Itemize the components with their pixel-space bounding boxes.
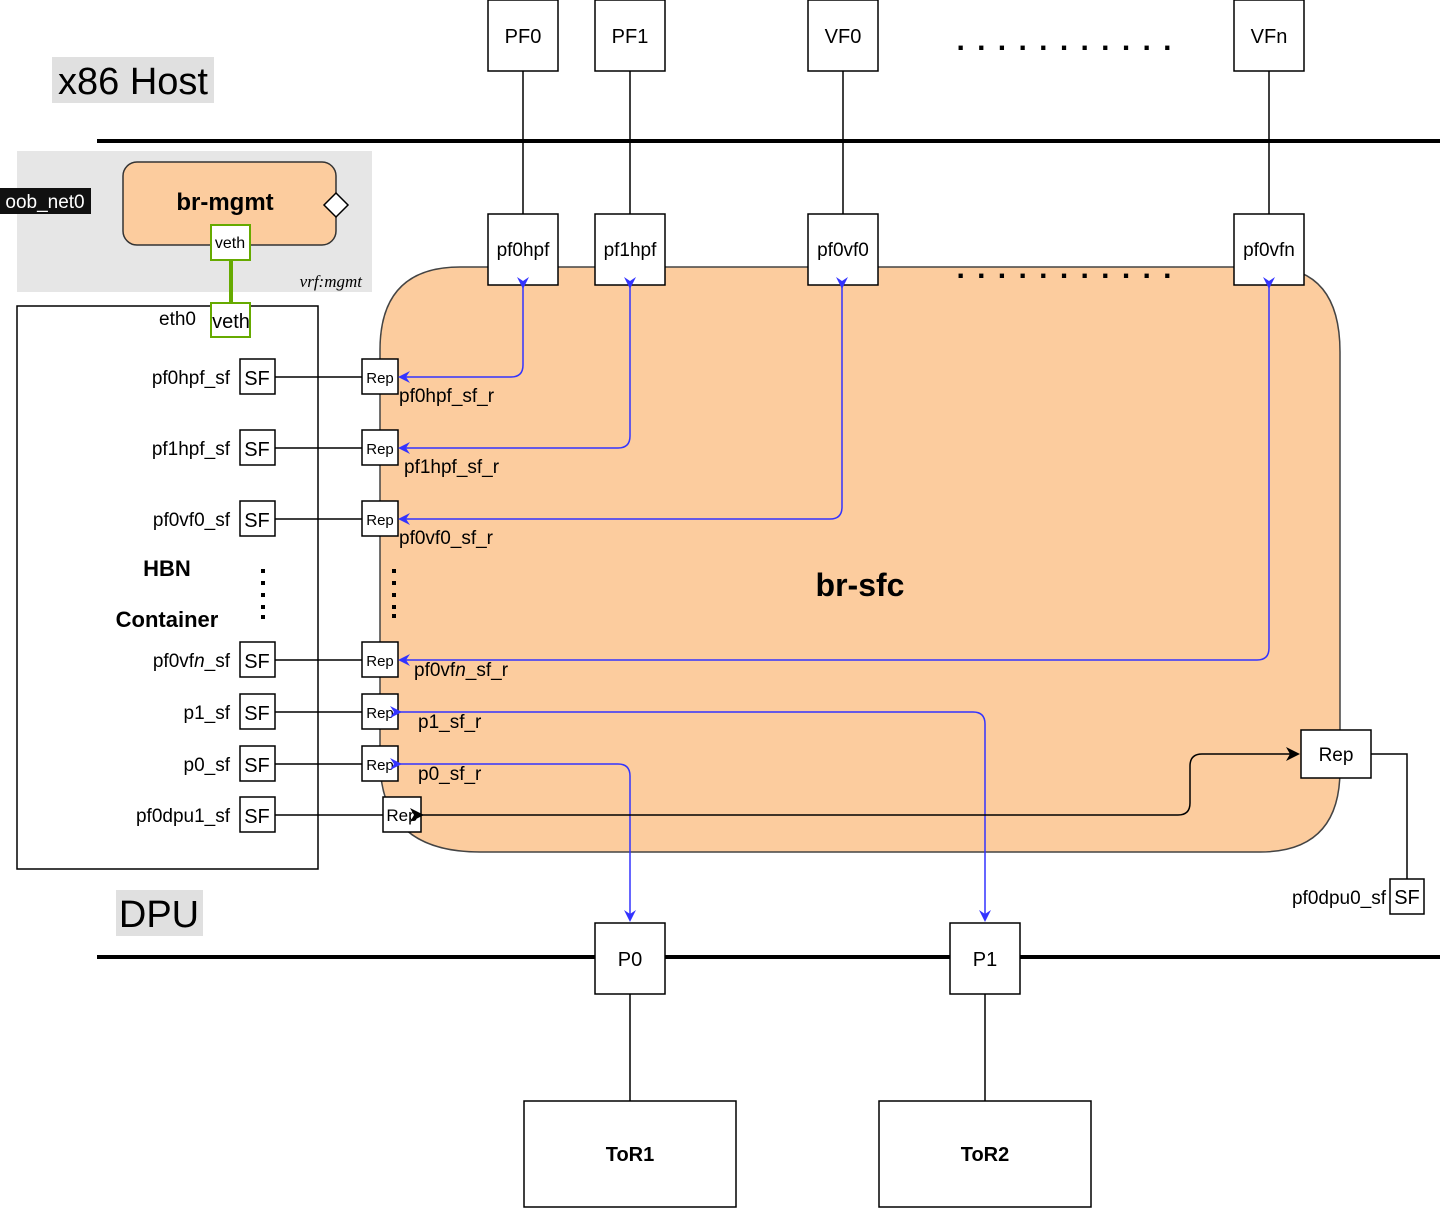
hbn-title: HBN xyxy=(143,556,191,581)
sf-badge: SF xyxy=(244,510,270,532)
rep-label: p1_sf_r xyxy=(418,712,482,733)
sf-badge: SF xyxy=(244,651,270,673)
veth-top-port[interactable] xyxy=(210,224,251,261)
rep-badge: Rep xyxy=(366,370,394,387)
host-fn-label: PF0 xyxy=(505,26,542,48)
pf0dpu0-rep-label: Rep xyxy=(1319,745,1354,766)
link-pf0dpu xyxy=(410,747,1300,822)
rep-badge: Rep xyxy=(366,705,394,722)
host-rep-label: pf1hpf xyxy=(604,240,658,261)
host-fn-label: VFn xyxy=(1251,26,1288,48)
rep-label: pf0hpf_sf_r xyxy=(399,386,495,407)
rep-label: pf0vfn_sf_r xyxy=(414,660,509,681)
uplink-port-label: P1 xyxy=(973,949,997,971)
host-zone-label: x86 Host xyxy=(58,61,208,103)
sf-badge: SF xyxy=(244,755,270,777)
sf-box[interactable] xyxy=(239,745,276,782)
rep-box[interactable] xyxy=(361,358,399,395)
rep-label-suffix: _sf_r xyxy=(465,660,509,681)
tor-label: ToR2 xyxy=(961,1144,1010,1166)
hbn-title-container: Container xyxy=(116,607,219,632)
rep-label: pf1hpf_sf_r xyxy=(404,457,500,478)
tor-switch[interactable] xyxy=(878,1100,1092,1208)
host-rep-box[interactable] xyxy=(594,213,666,286)
dpu-zone-label-bg xyxy=(116,890,203,936)
eth0-label: eth0 xyxy=(159,309,196,330)
sf-badge: SF xyxy=(244,368,270,390)
veth-top-label: veth xyxy=(215,235,245,252)
host-fn-box[interactable] xyxy=(594,0,666,72)
veth-bottom-port[interactable] xyxy=(210,302,251,338)
diamond-port-icon xyxy=(322,191,350,219)
host-fn-box[interactable] xyxy=(487,0,559,72)
sf-box[interactable] xyxy=(239,796,276,833)
host-zone-label-bg xyxy=(52,57,214,103)
rep-badge: Rep xyxy=(366,757,394,774)
tor-switch[interactable] xyxy=(523,1100,737,1208)
link-p1 xyxy=(390,706,991,922)
sf-badge: SF xyxy=(244,439,270,461)
sf-label: p1_sf xyxy=(184,703,231,724)
host-ellipsis: . . . . . . . . . . . xyxy=(956,24,1173,57)
br-sfc-label: br-sfc xyxy=(816,567,905,603)
rep-box[interactable] xyxy=(361,641,399,678)
rep-label-index: n xyxy=(455,660,466,681)
sf-box[interactable] xyxy=(239,500,276,537)
sf-box[interactable] xyxy=(239,693,276,730)
pf0dpu0-link xyxy=(1371,753,1408,879)
host-fn-label: PF1 xyxy=(612,26,649,48)
host-fn-box[interactable] xyxy=(1233,0,1305,72)
rep-label: p0_sf_r xyxy=(418,764,482,785)
host-rep-box[interactable] xyxy=(487,213,559,286)
rep-box[interactable] xyxy=(361,500,399,537)
dpu-zone-label: DPU xyxy=(119,894,199,936)
uplink-port-label: P0 xyxy=(618,949,642,971)
uplink-port[interactable] xyxy=(594,922,666,995)
rep-label: pf0vf0_sf_r xyxy=(399,528,494,549)
pf0dpu0-sf[interactable] xyxy=(1389,878,1425,915)
hbn-vertical-ellipsis xyxy=(261,569,265,619)
veth-bottom-label: veth xyxy=(212,311,250,333)
pf0dpu0-rep[interactable] xyxy=(1300,729,1372,779)
tor-label: ToR1 xyxy=(606,1144,655,1166)
link-pf0vfn xyxy=(398,277,1275,666)
sf-box[interactable] xyxy=(239,358,276,395)
sf-box[interactable] xyxy=(239,641,276,678)
sf-badge: SF xyxy=(244,703,270,725)
rep-label-prefix: pf0vf xyxy=(414,660,456,681)
vrf-mgmt-label: vrf:mgmt xyxy=(300,272,364,291)
host-rep-box[interactable] xyxy=(807,213,879,286)
pf0dpu0-sf-label: pf0dpu0_sf xyxy=(1292,888,1387,909)
sf-label: pf0dpu1_sf xyxy=(136,806,231,827)
host-rep-label: pf0vf0 xyxy=(817,240,869,261)
sf-badge: SF xyxy=(244,806,270,828)
sf-label-suffix: _sf xyxy=(204,651,231,672)
sf-label: pf0hpf_sf xyxy=(152,368,231,389)
sf-label: p0_sf xyxy=(184,755,231,776)
br-mgmt-label: br-mgmt xyxy=(176,189,273,216)
rep-ellipsis: . . . . . . . . . . . xyxy=(956,252,1173,285)
host-fn-box[interactable] xyxy=(807,0,879,72)
sf-label: pf0vfn_sf xyxy=(153,651,231,672)
sfc-vertical-ellipsis xyxy=(392,569,396,618)
sf-label: pf0vf0_sf xyxy=(153,510,231,531)
oob-net0-badge xyxy=(0,188,91,214)
sf-label-index: n xyxy=(194,651,205,672)
rep-badge: Rep xyxy=(366,441,394,458)
sf-label-prefix: pf0vf xyxy=(153,651,195,672)
sf-label: pf1hpf_sf xyxy=(152,439,231,460)
rep-badge: Rep xyxy=(386,806,417,825)
rep-badge: Rep xyxy=(366,512,394,529)
uplink-port[interactable] xyxy=(949,922,1021,995)
host-rep-label: pf0hpf xyxy=(497,240,551,261)
sf-box[interactable] xyxy=(239,429,276,466)
pf0dpu0-sf-badge: SF xyxy=(1394,887,1420,909)
rep-badge: Rep xyxy=(366,653,394,670)
host-fn-label: VF0 xyxy=(825,26,862,48)
host-rep-label: pf0vfn xyxy=(1243,240,1295,261)
oob-net0-label: oob_net0 xyxy=(5,192,84,213)
